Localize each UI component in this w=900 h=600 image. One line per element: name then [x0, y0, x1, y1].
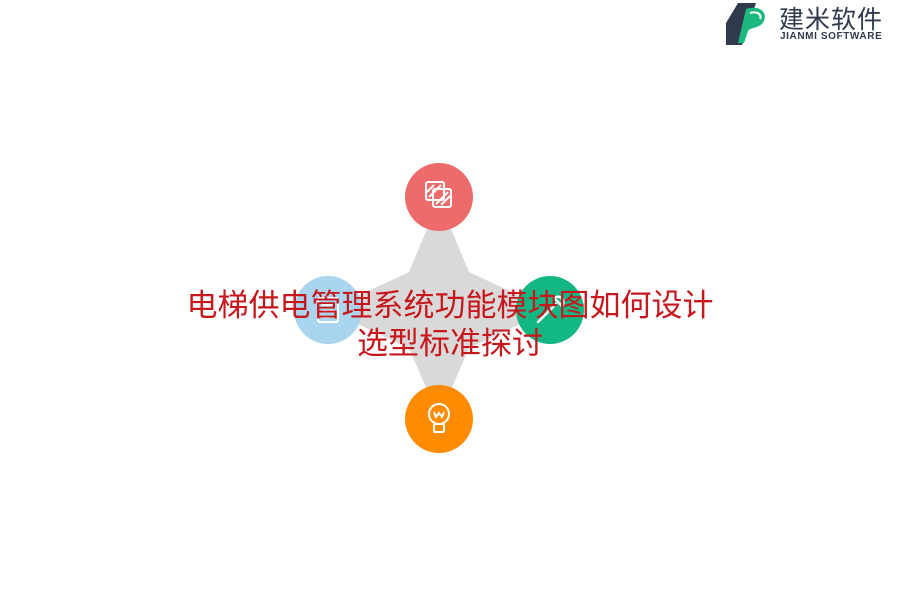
wrench-icon — [536, 295, 565, 324]
jianmi-logo-icon — [726, 3, 765, 45]
node-bottom — [405, 385, 473, 453]
node-right — [516, 276, 584, 344]
node-top — [405, 163, 473, 231]
node-left — [294, 276, 362, 344]
title-line-2: 选型标准探讨 — [357, 326, 543, 362]
logo-name-cn: 建米软件 — [779, 5, 884, 34]
page-title: 电梯供电管理系统功能模块图如何设计 选型标准探讨 — [150, 287, 750, 363]
star-connector — [328, 200, 550, 418]
lightbulb-icon — [428, 403, 450, 433]
title-line-1: 电梯供电管理系统功能模块图如何设计 — [186, 288, 714, 324]
layers-icon — [425, 181, 452, 208]
document-icon — [317, 297, 339, 323]
logo-name-en: JIANMI SOFTWARE — [780, 31, 883, 42]
brand-logo: 建米软件 JIANMI SOFTWARE — [724, 0, 900, 50]
